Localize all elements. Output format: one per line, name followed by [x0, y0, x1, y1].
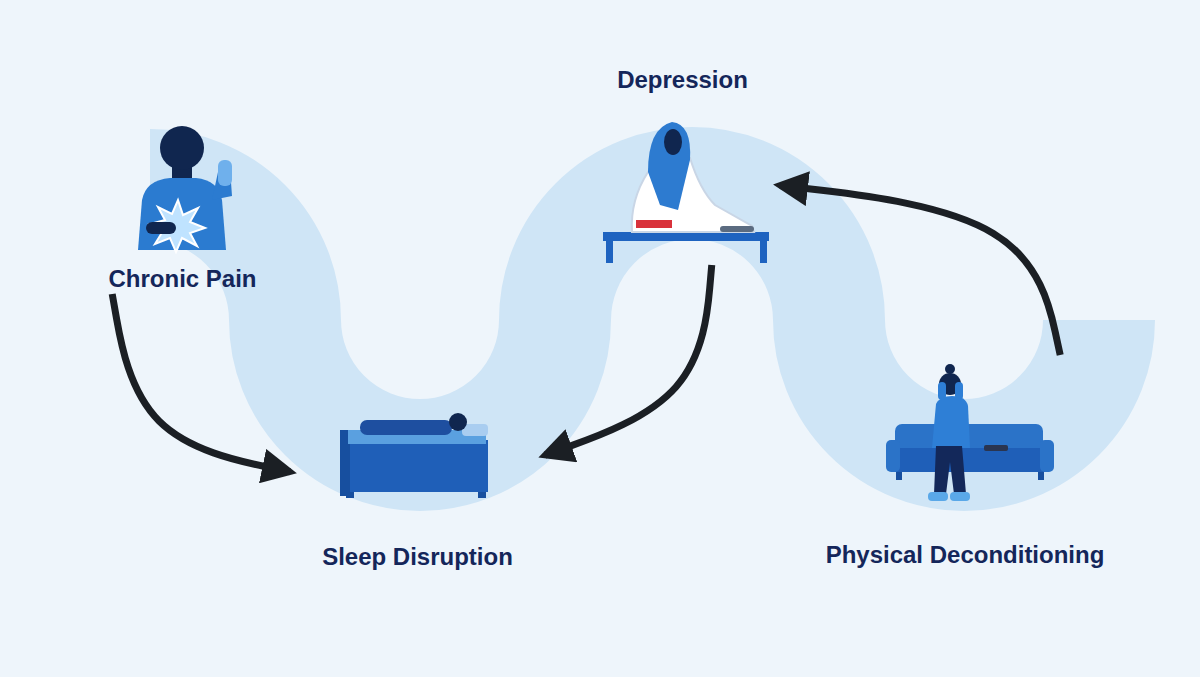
- hand-on-back: [146, 222, 176, 234]
- topic-node: Physical Deconditioning: [795, 355, 1135, 570]
- topic-node: Chronic Pain: [90, 118, 275, 294]
- belt: [636, 220, 672, 228]
- shoe: [928, 492, 948, 501]
- topic-node: Depression: [585, 66, 780, 265]
- hand: [955, 382, 963, 400]
- hand: [218, 160, 232, 186]
- pain-figure: [138, 126, 232, 252]
- cycle-arrow: [112, 294, 290, 472]
- couch-figure: [886, 364, 1054, 501]
- platform-top: [603, 232, 769, 241]
- remote: [984, 445, 1008, 451]
- node-label: Depression: [615, 66, 750, 95]
- couch-seat: [890, 448, 1050, 472]
- sleeper-head: [449, 413, 467, 431]
- bed-figure: [340, 413, 488, 498]
- node-label: Chronic Pain: [106, 265, 258, 294]
- face: [664, 129, 682, 155]
- couch-arm: [886, 440, 900, 472]
- node-label: Sleep Disruption: [320, 543, 515, 572]
- shoe: [950, 492, 970, 501]
- hand: [938, 382, 946, 400]
- couch-arm: [1040, 440, 1054, 472]
- topic-node: Sleep Disruption: [290, 405, 545, 572]
- couch-leg: [896, 472, 902, 480]
- platform-leg: [606, 241, 613, 263]
- torso: [932, 396, 970, 448]
- bed-leg: [346, 492, 354, 498]
- head: [160, 126, 204, 170]
- foot: [720, 226, 754, 232]
- bed-leg: [478, 492, 486, 498]
- cycle-arrow: [545, 265, 712, 455]
- couch-leg: [1038, 472, 1044, 480]
- hair-bun: [945, 364, 955, 374]
- bed-base: [342, 440, 488, 492]
- wave-band: [150, 183, 1099, 455]
- node-label: Physical Deconditioning: [824, 541, 1107, 570]
- sleeper-body: [360, 420, 452, 435]
- depression-figure: [603, 122, 769, 263]
- cycle-arrow: [780, 185, 1060, 355]
- platform-leg: [760, 241, 767, 263]
- headscarf: [648, 122, 690, 210]
- legs: [934, 446, 966, 494]
